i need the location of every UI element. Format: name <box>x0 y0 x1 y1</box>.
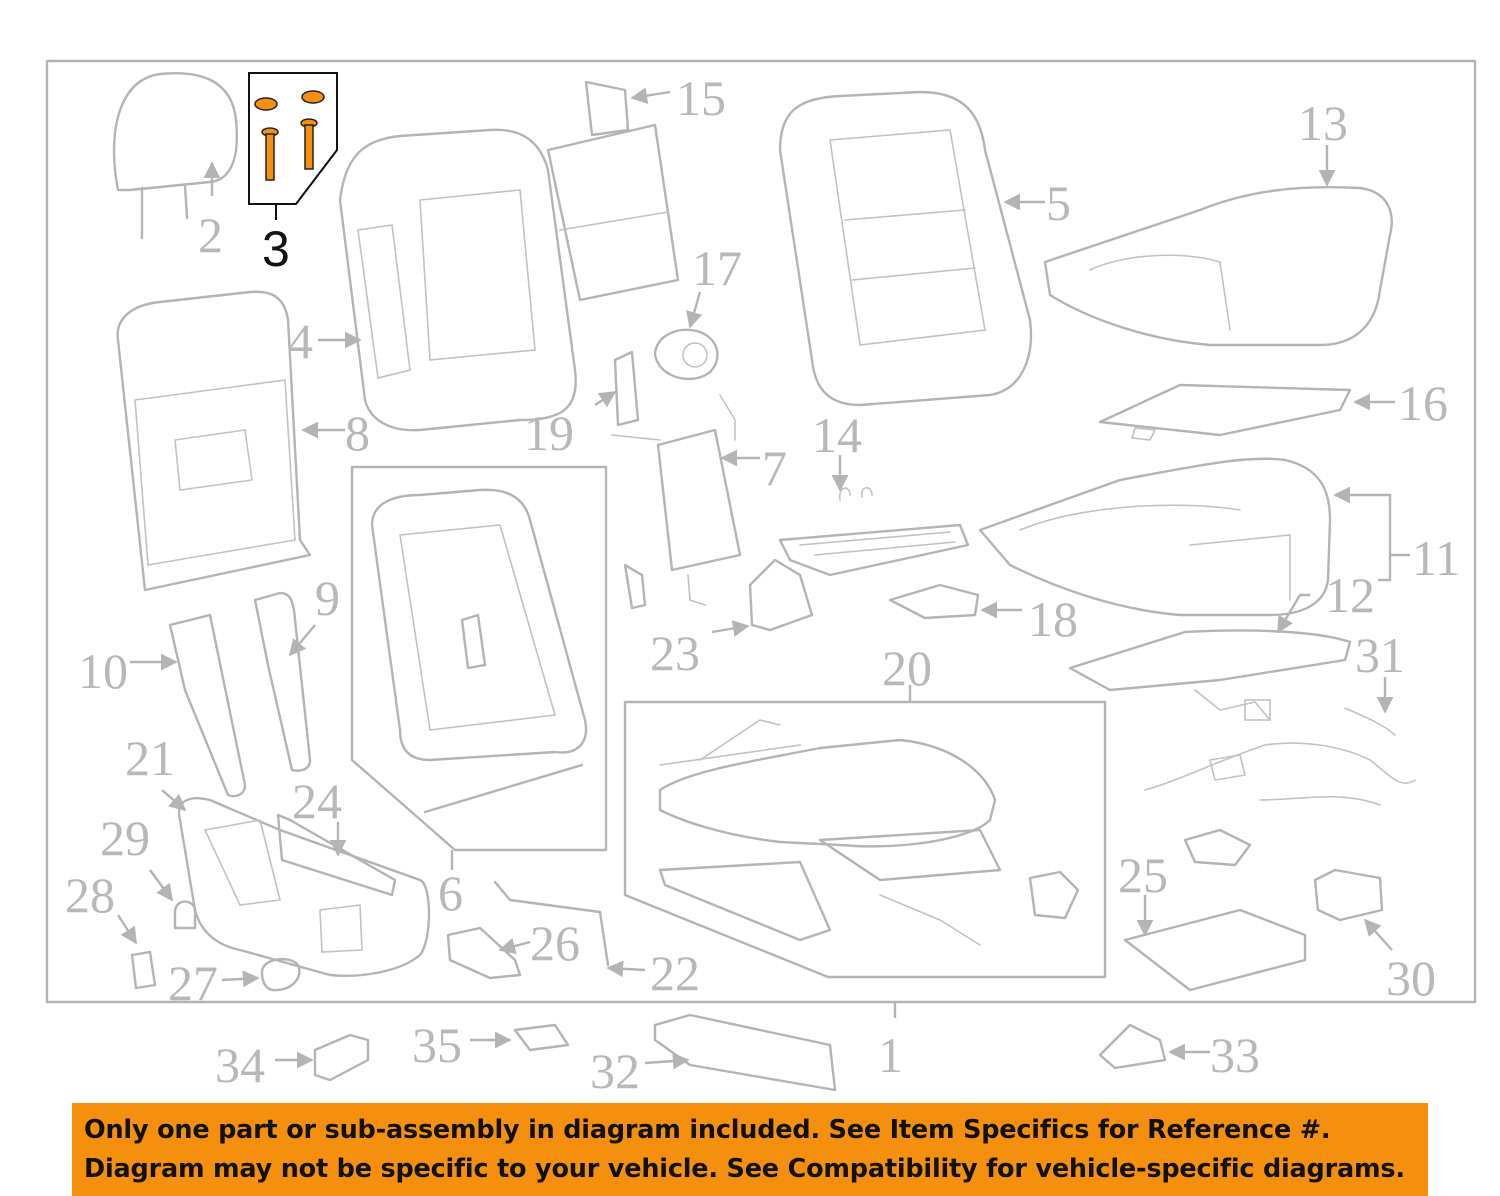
callout-13: 13 <box>1298 95 1348 151</box>
part-20-seat-adjuster <box>623 685 1107 979</box>
callout-30: 30 <box>1386 950 1436 1006</box>
part-30-module <box>1313 868 1393 951</box>
part-17-recliner-motor <box>653 291 719 381</box>
callout-6: 6 <box>438 865 463 921</box>
callout-29: 29 <box>100 810 150 866</box>
callout-16: 16 <box>1398 375 1448 431</box>
part-23-cover <box>711 558 814 637</box>
callout-22: 22 <box>650 945 700 1001</box>
callout-26: 26 <box>530 915 580 971</box>
callout-19: 19 <box>524 405 574 461</box>
part-8-back-frame-panel <box>116 290 345 592</box>
disclaimer-line-2: Diagram may not be specific to your vehi… <box>84 1154 1405 1184</box>
callout-4: 4 <box>288 313 313 369</box>
part-16-cushion-panel <box>1098 383 1395 441</box>
part-6-seatback-frame <box>350 465 608 870</box>
diagram-border <box>45 59 1477 1004</box>
part-5-seatback-cover <box>778 90 1045 407</box>
part-9-side-bolster <box>253 591 316 772</box>
part-21-side-shield <box>161 789 431 977</box>
disclaimer-banner: Only one part or sub-assembly in diagram… <box>72 1103 1428 1196</box>
callout-9: 9 <box>315 570 340 626</box>
callout-21: 21 <box>125 730 175 786</box>
callout-10: 10 <box>78 643 128 699</box>
callout-1: 1 <box>878 1027 903 1083</box>
part-7-lumbar-mechanism <box>611 394 760 610</box>
seat-parts-diagram: 1 2 3 4 5 6 7 8 9 10 11 12 13 14 15 16 1… <box>45 59 1477 1099</box>
part-24-trim <box>276 813 397 897</box>
part-11-cushion-pad <box>978 457 1410 617</box>
part-18-fan <box>888 583 1022 620</box>
callout-31: 31 <box>1355 627 1405 683</box>
part-29-knob <box>149 869 197 930</box>
part-25-wiring-harness <box>1123 742 1416 992</box>
part-10-side-bolster <box>130 613 247 798</box>
callout-5: 5 <box>1046 175 1071 231</box>
callout-7: 7 <box>762 440 787 496</box>
callout-14: 14 <box>812 407 862 463</box>
part-14-seat-springs <box>778 455 970 577</box>
part-28-knob <box>116 914 157 990</box>
disclaimer-line-1: Only one part or sub-assembly in diagram… <box>84 1115 1331 1145</box>
part-26-switch <box>446 926 531 980</box>
part-27-knob <box>221 957 301 992</box>
part-3-headrest-guides <box>248 72 338 220</box>
callout-20: 20 <box>882 640 932 696</box>
callout-11: 11 <box>1412 530 1460 586</box>
callout-3: 3 <box>262 221 290 277</box>
part-33-clip <box>1098 1023 1210 1070</box>
callout-2: 2 <box>198 207 223 263</box>
callout-33: 33 <box>1210 1027 1260 1083</box>
callout-18: 18 <box>1028 591 1078 647</box>
callout-34: 34 <box>215 1037 265 1093</box>
part-4-seatback-pad <box>318 128 577 432</box>
callout-32: 32 <box>590 1043 640 1099</box>
callout-24: 24 <box>292 773 342 829</box>
part-12-heater-pad <box>1068 593 1352 721</box>
part-22-rod <box>493 880 646 978</box>
part-19-bracket <box>594 350 640 427</box>
part-32-cover <box>644 1013 837 1092</box>
part-13-cushion-cover <box>1043 145 1393 347</box>
callout-12: 12 <box>1325 567 1375 623</box>
part-2-headrest <box>112 72 238 240</box>
callout-25: 25 <box>1118 847 1168 903</box>
callout-28: 28 <box>65 867 115 923</box>
part-31-wire <box>1344 677 1396 736</box>
part-35-clip <box>470 1023 570 1052</box>
callout-35: 35 <box>412 1017 462 1073</box>
callout-15: 15 <box>676 70 726 126</box>
callout-23: 23 <box>650 625 700 681</box>
callout-27: 27 <box>168 955 218 1011</box>
callout-8: 8 <box>345 405 370 461</box>
part-34-bracket <box>275 1033 370 1082</box>
part-15-back-panel <box>546 80 680 302</box>
callout-17: 17 <box>692 240 742 296</box>
